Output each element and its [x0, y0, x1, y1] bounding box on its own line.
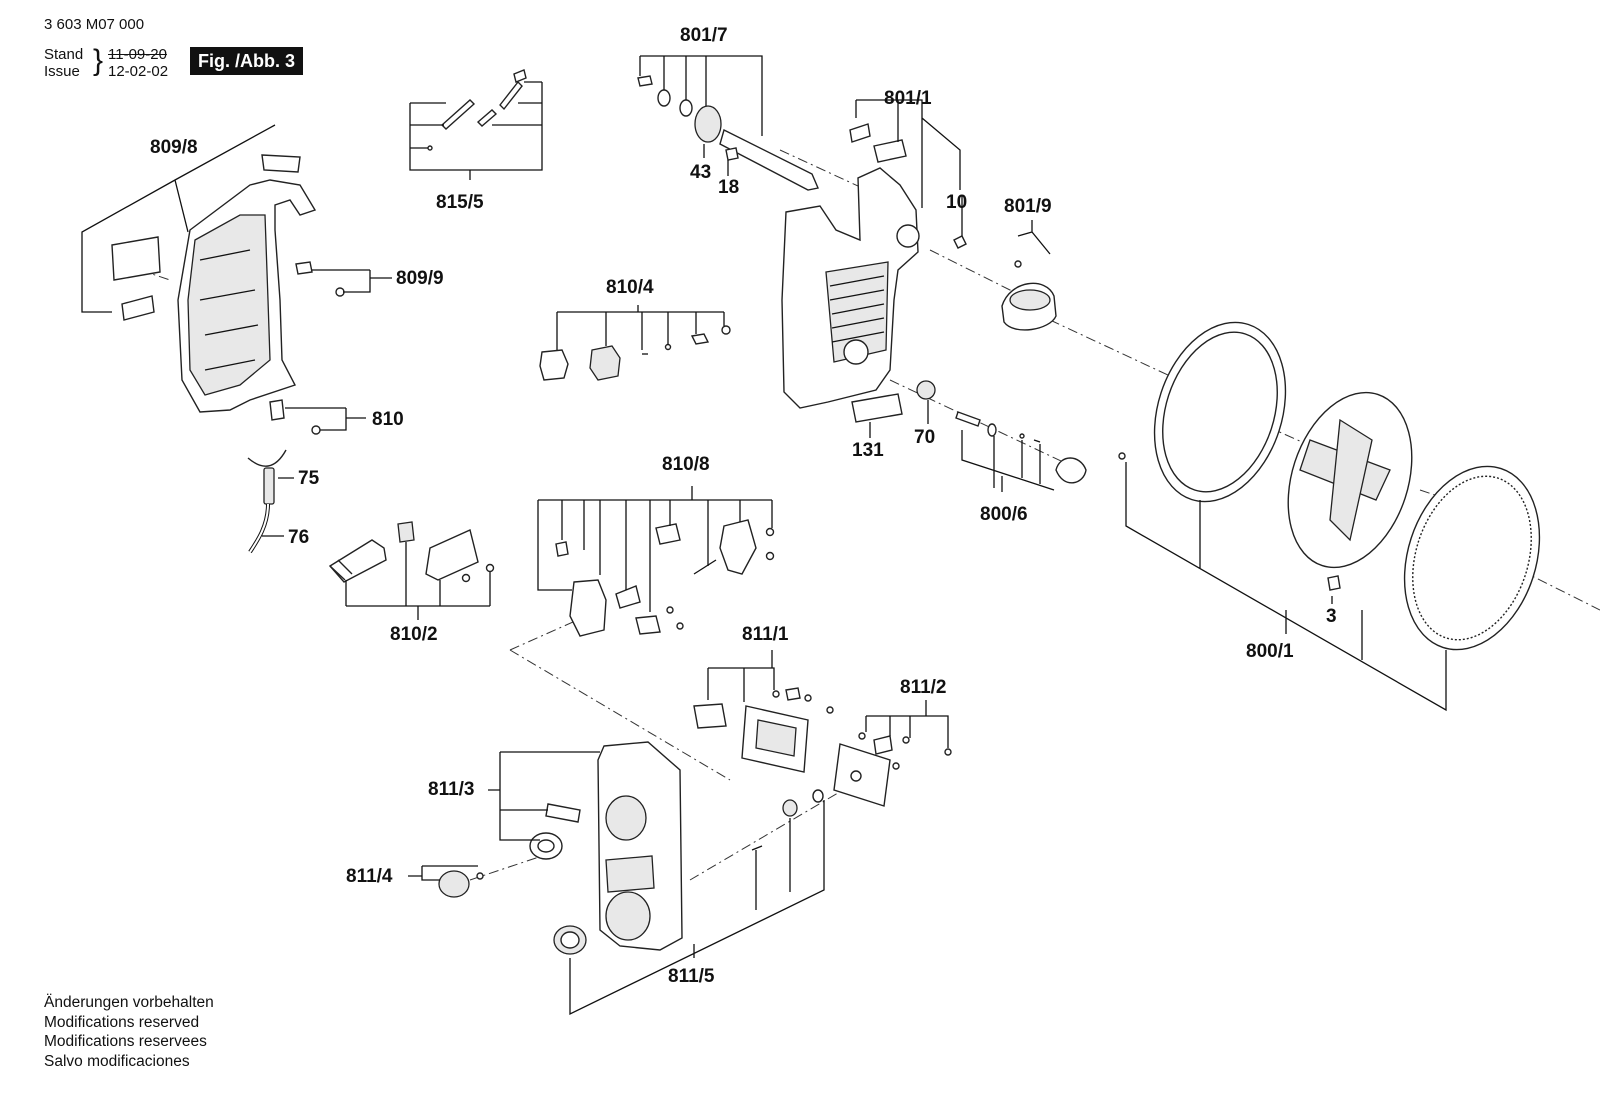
knob-801-9 [1001, 260, 1057, 331]
label-43: 43 [690, 162, 711, 183]
rear-housing-shell [111, 154, 317, 413]
label-815-5: 815/5 [436, 192, 484, 213]
part-labels: 809/8 809/9 810 75 76 815/5 810/4 810/2 … [150, 25, 1337, 987]
label-801-1: 801/1 [884, 88, 932, 109]
switch-parts-810-4 [539, 325, 731, 381]
valve-parts-800-6 [916, 380, 1087, 484]
plug-plate-810-2 [328, 521, 495, 583]
label-811-1: 811/1 [742, 624, 789, 645]
note-es: Salvo modificaciones [44, 1052, 190, 1070]
circuit-board-811-2 [782, 732, 952, 817]
label-811-2: 811/2 [900, 677, 947, 698]
hose-75-76 [247, 449, 287, 554]
note-de: Änderungen vorbehalten [44, 994, 214, 1011]
note-fr: Modifications reservees [44, 1033, 207, 1050]
drum-assembly-800-1 [1118, 321, 1541, 651]
label-809-8: 809/8 [150, 137, 198, 158]
label-801-7: 801/7 [680, 25, 728, 46]
label-809-9: 809/9 [396, 268, 444, 289]
note-en: Modifications reserved [44, 1013, 200, 1031]
drive-shaft-801-7 [637, 75, 819, 191]
modification-notes: Änderungen vorbehalten Modifications res… [44, 993, 214, 1071]
clip-810 [269, 399, 321, 435]
knob-811-5 [553, 845, 763, 955]
label-810-2: 810/2 [390, 624, 438, 645]
label-10: 10 [946, 192, 967, 213]
stand-date: 11-09-20 [108, 46, 167, 63]
label-801-9: 801/9 [1004, 196, 1052, 217]
display-unit-811-1 [693, 687, 834, 773]
pins-815-5 [427, 69, 527, 151]
document-number: 3 603 M07 000 [44, 16, 145, 33]
label-800-6: 800/6 [980, 504, 1028, 525]
issue-label: Issue [44, 63, 80, 80]
issue-date: 12-02-02 [108, 63, 169, 80]
label-811-3: 811/3 [428, 779, 475, 800]
knob-811-4 [438, 870, 484, 898]
label-811-5: 811/5 [668, 966, 715, 987]
front-housing-801-1 [781, 123, 967, 423]
label-3: 3 [1326, 606, 1337, 627]
label-810-4: 810/4 [606, 277, 654, 298]
label-18: 18 [718, 177, 739, 198]
label-75: 75 [298, 468, 320, 489]
label-76: 76 [288, 527, 309, 548]
screw-clip-809-9 [295, 261, 345, 297]
label-70: 70 [914, 427, 935, 448]
leader-lines [81, 55, 1447, 1016]
brace-glyph: } [93, 44, 104, 77]
label-810-8: 810/8 [662, 454, 710, 475]
label-811-4: 811/4 [346, 866, 393, 887]
stand-label: Stand [44, 46, 84, 63]
label-800-1: 800/1 [1246, 641, 1294, 662]
front-cover-811-3 [529, 741, 683, 951]
label-131: 131 [852, 440, 884, 461]
figure-label: Fig. /Abb. 3 [190, 47, 303, 75]
switch-block-810-8 [555, 519, 775, 637]
label-810: 810 [372, 409, 404, 430]
